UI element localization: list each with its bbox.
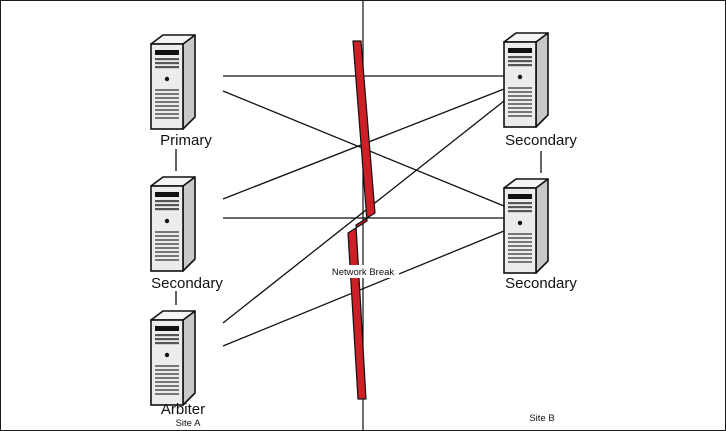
label-secondary-b1: Secondary bbox=[505, 132, 577, 149]
link-arbiter-to-secondary-b2 bbox=[222, 230, 505, 347]
server-secondary-b2-icon bbox=[503, 178, 549, 274]
network-break-label-bg bbox=[327, 265, 399, 278]
network-break-bolt bbox=[347, 40, 376, 400]
label-secondary-b2: Secondary bbox=[505, 275, 577, 292]
link-arbiter-to-secondary-b1 bbox=[222, 100, 505, 324]
label-secondary-a: Secondary bbox=[151, 275, 223, 292]
label-primary: Primary bbox=[160, 132, 212, 149]
server-secondary-a-icon bbox=[150, 176, 196, 272]
server-primary-icon bbox=[150, 34, 196, 130]
server-secondary-b1-icon bbox=[503, 32, 549, 128]
server-arbiter-icon bbox=[150, 310, 196, 406]
label-site-a: Site A bbox=[176, 418, 201, 429]
label-site-b: Site B bbox=[529, 413, 554, 424]
label-arbiter: Arbiter bbox=[161, 401, 205, 418]
label-network-break: Network Break bbox=[332, 267, 395, 278]
